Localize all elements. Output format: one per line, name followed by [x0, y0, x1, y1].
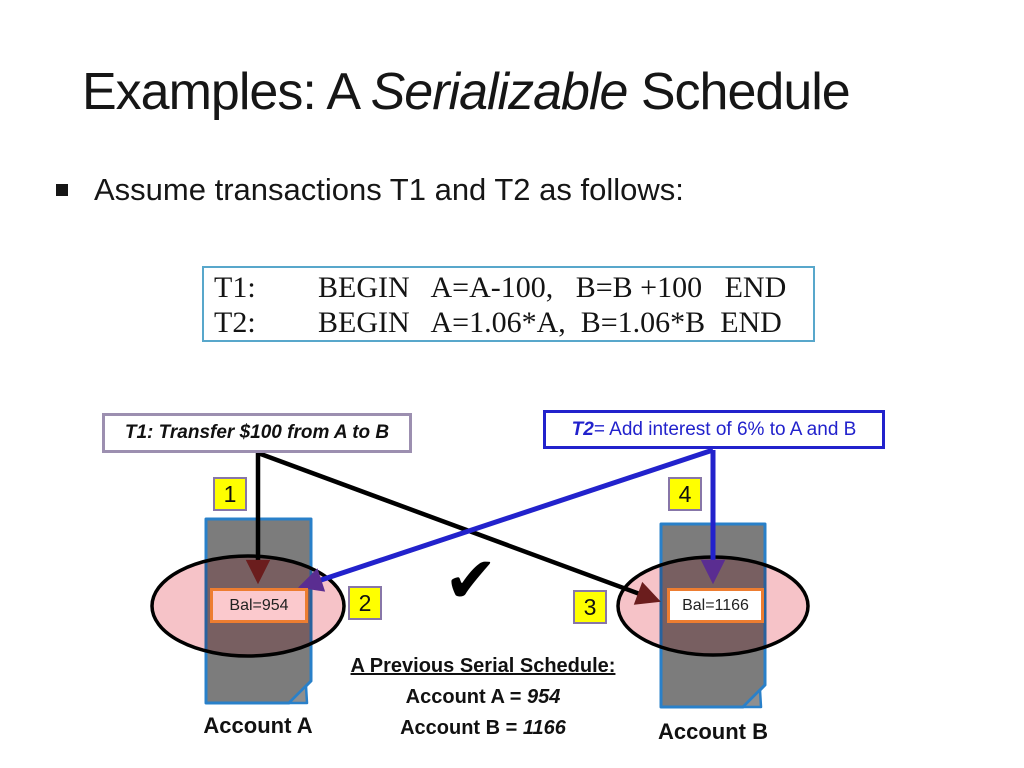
serial-result-account-b: Account B = 1166	[308, 713, 658, 744]
page-title: Examples: A Serializable Schedule	[82, 62, 851, 122]
balance-box-account-b: Bal=1166	[667, 588, 764, 623]
transactions-definition-box: T1: BEGIN A=A-100, B=B +100 END T2: BEGIN …	[202, 266, 815, 342]
serial-schedule-result: A Previous Serial Schedule: Account A = …	[308, 651, 658, 744]
t1-description-text: T1: Transfer $100 from A to B	[124, 422, 390, 443]
account-b-label: Account B	[658, 719, 768, 744]
arrow-t1-to-account-b	[257, 450, 661, 605]
account-a-label: Account A	[203, 713, 313, 738]
transaction-t1-body: BEGIN A=A-100, B=B +100 END	[318, 271, 787, 304]
transaction-row-t1: T1: BEGIN A=A-100, B=B +100 END	[214, 270, 813, 305]
serial-schedule-heading: A Previous Serial Schedule:	[350, 655, 616, 677]
bullet-text: Assume transactions T1 and T2 as follows…	[94, 172, 684, 207]
serial-result-a-label: Account A =	[405, 686, 527, 708]
balance-box-account-a: Bal=954	[210, 588, 308, 623]
document-account-b-fold-icon	[741, 688, 763, 709]
transaction-t2-body: BEGIN A=1.06*A, B=1.06*B END	[318, 306, 782, 339]
arrow-t2-to-account-a	[298, 447, 714, 592]
title-suffix: Schedule	[627, 63, 851, 121]
document-account-a-fold-icon	[287, 684, 309, 705]
square-bullet-icon	[56, 184, 68, 196]
transaction-t1-label: T1:	[214, 271, 256, 304]
title-italic-word: Serializable	[370, 63, 629, 121]
checkmark-icon: ✔	[444, 544, 498, 618]
step-badge-2: 2	[348, 586, 382, 620]
serial-result-b-label: Account B =	[400, 717, 523, 739]
t2-description-bold: T2	[571, 418, 594, 440]
t2-description-text: = Add interest of 6% to A and B	[593, 418, 857, 440]
transaction-row-t2: T2: BEGIN A=1.06*A, B=1.06*B END	[214, 305, 813, 340]
bullet-row: Assume transactions T1 and T2 as follows…	[56, 172, 684, 208]
step-badge-4: 4	[668, 477, 702, 511]
step-badge-1: 1	[213, 477, 247, 511]
t1-description-box: T1: Transfer $100 from A to B	[102, 413, 412, 453]
serial-result-account-a: Account A = 954	[308, 682, 658, 713]
serial-result-b-value: 1166	[522, 717, 566, 739]
transaction-t2-label: T2:	[214, 306, 256, 339]
step-badge-3: 3	[573, 590, 607, 624]
t2-description-box: T2 = Add interest of 6% to A and B	[543, 410, 885, 449]
title-prefix: Examples: A	[82, 63, 371, 121]
serial-result-a-value: 954	[526, 686, 561, 708]
